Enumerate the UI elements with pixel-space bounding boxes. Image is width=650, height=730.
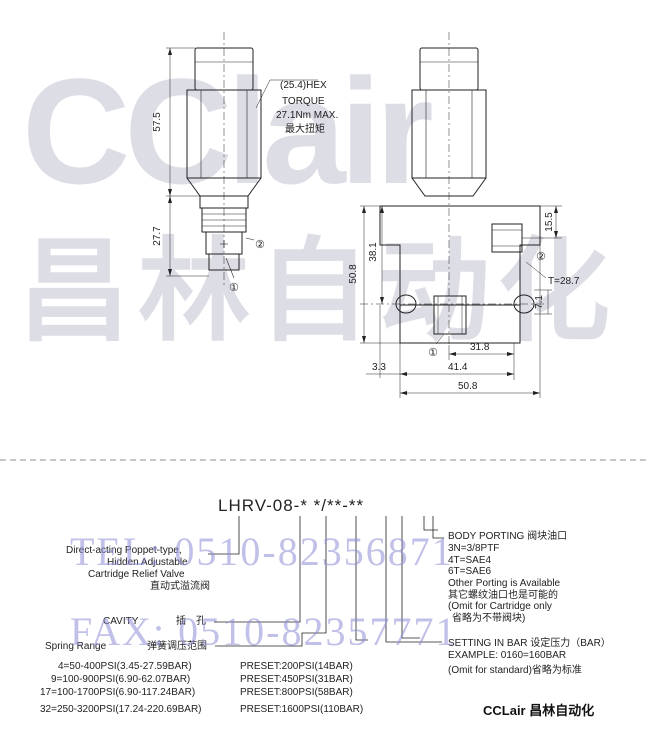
body-porting-omit-cn: 省略为不带阀块) [452, 613, 526, 624]
dim-41-4: 41.4 [448, 362, 468, 373]
port-1-left: ① [229, 282, 239, 294]
cartridge-view [166, 32, 318, 285]
type-desc-3: Cartridge Relief Valve [88, 569, 185, 580]
type-desc-1: Direct-acting Poppet-type, [66, 545, 182, 556]
body-porting-6t: 6T=SAE6 [448, 566, 492, 577]
torque-label: TORQUE [282, 96, 325, 107]
preset-200: PRESET:200PSI(14BAR) [240, 661, 353, 672]
hex-label: (25.4)HEX [280, 80, 327, 91]
body-porting-other-cn: 其它螺纹油口也是可能的 [448, 590, 558, 601]
brand-footer: CCLair 昌林自动化 [483, 703, 595, 718]
setting-example: EXAMPLE: 0160=160BAR [448, 650, 567, 661]
spring-range-label: Spring Range [45, 641, 107, 652]
body-porting-3n: 3N=3/8PTF [448, 543, 500, 554]
cavity-cn: 插 孔 [176, 616, 206, 627]
body-porting-omit: (Omit for Cartridge only [448, 601, 552, 612]
spring-option-9: 9=100-900PSI(6.90-62.07BAR) [51, 674, 191, 685]
block-view [360, 32, 562, 398]
port-2-right: ② [536, 251, 546, 263]
dim-38-1: 38.1 [368, 242, 379, 262]
dim-57-5: 57.5 [152, 112, 163, 132]
dim-50-8-h: 50.8 [458, 381, 478, 392]
body-porting-4t: 4T=SAE4 [448, 555, 492, 566]
spring-option-4: 4=50-400PSI(3.45-27.59BAR) [58, 661, 192, 672]
watermark-logo: CClair [22, 47, 434, 215]
preset-450: PRESET:450PSI(31BAR) [240, 674, 353, 685]
preset-1600: PRESET:1600PSI(110BAR) [240, 704, 364, 715]
port-2-left: ② [255, 239, 265, 251]
torque-cn: 最大扭矩 [285, 122, 325, 135]
torque-value: 27.1Nm MAX. [276, 110, 338, 121]
setting-title: SETTING IN BAR 设定压力（BAR） [448, 638, 611, 649]
body-porting-other: Other Porting is Available [448, 578, 561, 589]
spring-option-17: 17=100-1700PSI(6.90-117.24BAR) [40, 687, 196, 698]
cavity-label: CAVITY [103, 616, 139, 627]
setting-omit: (Omit for standard)省略为标准 [448, 665, 582, 676]
dim-15-5: 15.5 [544, 212, 555, 232]
preset-800: PRESET:800PSI(58BAR) [240, 687, 353, 698]
dim-31-8: 31.8 [470, 342, 490, 353]
ordering-code: LHRV-08-* */**-** [218, 496, 365, 515]
ordering-leaders [208, 516, 444, 647]
dim-27-7: 27.7 [152, 226, 163, 246]
dim-3-3: 3.3 [372, 362, 386, 373]
spring-range-cn: 弹簧调压范围 [147, 641, 207, 652]
port-1-right: ① [428, 347, 438, 359]
dim-50-8-v: 50.8 [348, 264, 359, 284]
type-desc-4: 直动式溢流阀 [150, 581, 210, 592]
type-desc-2: Hidden Adjustable [107, 557, 188, 568]
dim-t-28-7: T=28.7 [548, 276, 580, 287]
spring-option-32: 32=250-3200PSI(17.24-220.69BAR) [40, 704, 202, 715]
watermark-tel: TEL: 0510-82356871 [70, 529, 454, 574]
watermark-fax: FAX: 0510-82357771 [70, 609, 458, 654]
dim-7-1: 7.1 [534, 295, 545, 309]
body-porting-title: BODY PORTING 阀块油口 [448, 531, 568, 542]
